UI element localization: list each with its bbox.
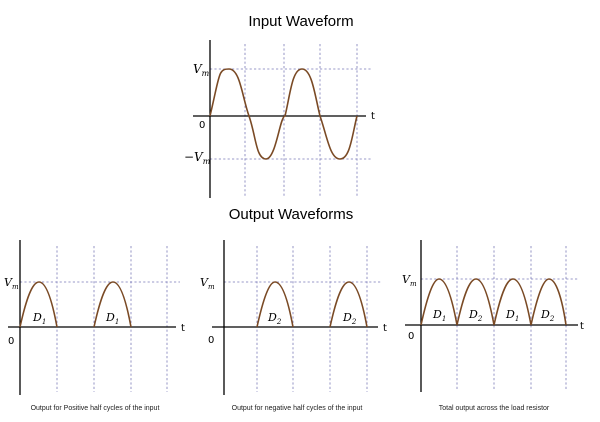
p3-t-label: t	[580, 321, 584, 332]
p1-vm-label: Vm	[4, 276, 19, 291]
p2-zero-label: 0	[208, 335, 214, 346]
p3-pulse-label-1: D1	[432, 308, 446, 323]
p2-pulse-label-1: D2	[267, 311, 282, 326]
input-plot: Vm −Vm 0 t	[184, 40, 375, 198]
output-panel-negative: Vm 0 t D2 D2 Output for negative half cy…	[200, 240, 387, 412]
p3-rectified-wave	[420, 278, 567, 326]
p1-zero-label: 0	[8, 336, 14, 347]
p3-zero-label: 0	[408, 331, 414, 342]
output-panel-positive: Vm 0 t D1 D1 Output for Positive half cy…	[4, 240, 185, 412]
input-vm-label: Vm	[193, 62, 210, 78]
p1-t-label: t	[181, 323, 185, 334]
p3-vm-label: Vm	[402, 273, 417, 288]
input-title: Input Waveform	[248, 13, 353, 30]
input-zero-label: 0	[199, 120, 205, 131]
p1-caption: Output for Positive half cycles of the i…	[31, 405, 160, 412]
p2-pulse-1	[256, 281, 294, 328]
p2-caption: Output for negative half cycles of the i…	[232, 405, 363, 412]
p3-pulse-label-3: D1	[505, 308, 519, 323]
p1-pulse-label-2: D1	[105, 311, 119, 326]
p3-pulse-label-4: D2	[540, 308, 555, 323]
input-neg-vm-label: −Vm	[184, 150, 211, 166]
p2-pulse-2	[329, 281, 368, 328]
input-sine-wave	[209, 68, 358, 160]
output-title: Output Waveforms	[229, 206, 353, 223]
output-panel-total: Vm 0 t D1 D2 D1 D2 Total output across t…	[402, 240, 584, 412]
p3-caption: Total output across the load resistor	[439, 405, 550, 412]
p2-vm-label: Vm	[200, 276, 215, 291]
p2-t-label: t	[383, 323, 387, 334]
p1-pulse-1	[19, 281, 58, 328]
p3-pulse-label-2: D2	[468, 308, 483, 323]
p1-pulse-label-1: D1	[32, 311, 46, 326]
input-t-label: t	[371, 111, 375, 122]
p2-pulse-label-2: D2	[342, 311, 357, 326]
p1-pulse-2	[93, 281, 132, 328]
